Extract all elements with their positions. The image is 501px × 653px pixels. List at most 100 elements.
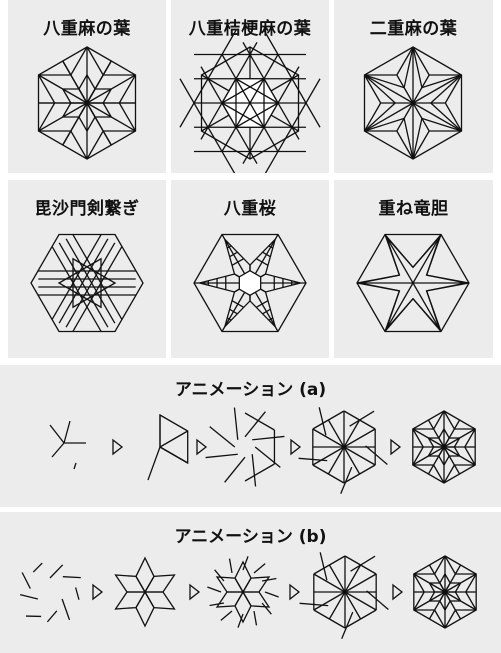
scattered-line — [318, 407, 327, 436]
kasane-rindo-figure — [356, 233, 470, 333]
pattern-cell-yae-zakura: 八重桜 — [171, 180, 329, 358]
inner-triangle — [57, 257, 102, 309]
play-arrow-icon — [92, 583, 104, 601]
spoke-line — [313, 591, 346, 611]
scattered-line — [251, 454, 257, 487]
leaf-line — [363, 102, 382, 132]
diamond-petal — [114, 591, 147, 610]
pattern-cell-yae-kikyo-asanoha: 八重桔梗麻の葉 — [171, 0, 329, 173]
scattered-line — [209, 602, 225, 607]
animation-frame — [114, 556, 176, 628]
star-line — [86, 102, 112, 146]
yae-asanoha-figure — [37, 46, 137, 160]
scattered-line — [253, 610, 258, 626]
leaf-line — [443, 464, 455, 484]
leaf-line — [412, 118, 423, 160]
animation-b-title: アニメーション (b) — [174, 527, 327, 547]
animation-b-panel: アニメーション (b) — [0, 512, 501, 653]
animation-a-panel: アニメーション (a) — [0, 365, 501, 507]
inner-leaf-line — [62, 102, 72, 118]
inner-leaf-line — [443, 428, 450, 439]
leaf-line — [433, 410, 445, 430]
animation-frame — [147, 413, 189, 481]
star-line — [343, 419, 361, 448]
scattered-line — [244, 411, 266, 438]
spoke-line — [343, 428, 376, 448]
petal-hatch — [262, 251, 271, 258]
play-arrow-icon — [392, 583, 404, 601]
petal-hatch — [268, 245, 274, 249]
inner-leaf-line — [443, 437, 450, 448]
petal-hatch — [229, 308, 238, 315]
inner-spoke — [235, 78, 251, 104]
inner-leaf-line — [438, 428, 445, 439]
star-line — [344, 564, 362, 593]
scattered-line — [254, 446, 281, 468]
leaf-line — [430, 102, 462, 132]
scattered-line — [74, 587, 80, 600]
inner-leaf-line — [444, 591, 451, 602]
animation-frame — [299, 552, 389, 639]
scattered-line — [350, 555, 376, 572]
scattered-line — [224, 456, 246, 483]
scattered-line — [209, 426, 236, 448]
leaf-line — [364, 117, 405, 132]
scattered-line — [21, 572, 31, 589]
diamond-petal — [215, 591, 245, 608]
scattered-line — [32, 562, 43, 573]
pattern-title: 重ね竜胆 — [378, 199, 449, 219]
spoke-line — [412, 74, 462, 104]
star-line — [327, 446, 345, 475]
inner-leaf-line — [86, 116, 96, 132]
star-side-line — [412, 234, 442, 268]
leaf-line — [37, 74, 56, 104]
inner-leaf-line — [438, 455, 445, 466]
spoke-line — [364, 102, 414, 132]
leaf-line — [412, 102, 430, 132]
inner-leaf-line — [62, 88, 72, 104]
petal-hatch — [231, 258, 245, 266]
animation-frame — [413, 555, 477, 629]
diamond-petal — [114, 574, 147, 593]
diamond-petal — [135, 590, 155, 628]
inner-leaf-line — [453, 437, 461, 448]
leaf-line — [464, 446, 476, 466]
diamond-petal — [234, 560, 252, 594]
spoke-line — [412, 102, 462, 132]
leaf-line — [70, 130, 88, 160]
scattered-line — [237, 613, 244, 628]
pattern-title: 八重桔梗麻の葉 — [188, 19, 312, 39]
leaf-line — [412, 46, 430, 76]
inner-leaf-line — [444, 573, 451, 584]
animation-a-sequence — [49, 407, 476, 494]
pattern-title: 八重麻の葉 — [43, 19, 131, 39]
pattern-cell-bishamon-tsunagi: 毘沙門剣繋ぎ — [8, 180, 166, 358]
vector-arrow — [49, 424, 65, 444]
scattered-line — [349, 410, 375, 427]
leaf-line — [434, 609, 446, 629]
star-side-line — [412, 298, 442, 332]
spoke-line — [364, 74, 414, 104]
scattered-line — [261, 577, 277, 582]
inner-leaf-line — [439, 600, 446, 611]
inner-leaf-line — [453, 446, 461, 457]
diamond-petal — [143, 574, 176, 593]
leaf-line — [465, 573, 477, 593]
inner-leaf-line — [86, 74, 96, 90]
leaf-line — [427, 464, 435, 475]
play-arrow-icon — [189, 583, 201, 601]
leaf-line — [428, 609, 436, 620]
petal-hatch — [231, 300, 245, 308]
spoke-line — [313, 573, 346, 593]
play-arrow-icon — [196, 438, 208, 456]
play-arrow-icon — [112, 438, 124, 456]
leaf-line — [427, 419, 435, 430]
leaf-line — [118, 74, 137, 104]
leaf-line — [454, 609, 462, 620]
scattered-line — [261, 602, 272, 615]
star-side-line — [384, 234, 401, 276]
diamond-petal — [215, 576, 245, 593]
star-line — [328, 591, 346, 620]
star-side-line — [384, 234, 414, 268]
play-arrow-icon — [390, 438, 402, 456]
